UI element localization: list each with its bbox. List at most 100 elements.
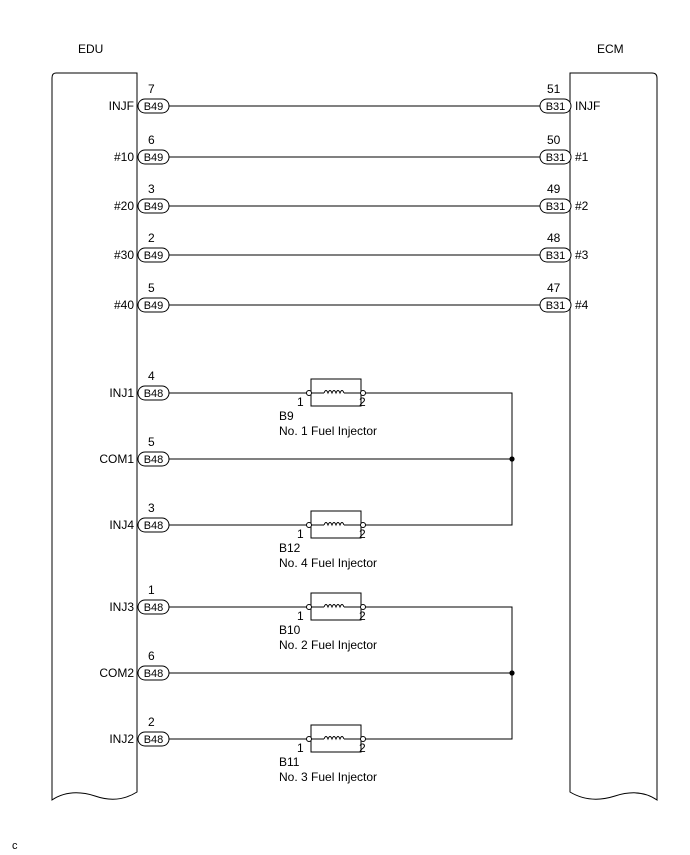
ecm-signal-label: #2: [575, 199, 589, 213]
injector-terminal-a: 1: [297, 395, 304, 409]
connector-code: B48: [144, 454, 164, 466]
ecm-pin-number: 51: [547, 82, 561, 96]
fuel-injector-symbol: [306, 378, 366, 407]
injector-name: No. 1 Fuel Injector: [279, 424, 377, 438]
edu-pin-number: 1: [148, 583, 155, 597]
connector-code: B48: [144, 734, 164, 746]
edu-title: EDU: [78, 42, 103, 56]
connector-code: B48: [144, 388, 164, 400]
connector-pill: [137, 98, 170, 114]
ecm-pin-number: 48: [547, 231, 561, 245]
edu-signal-label: COM2: [99, 666, 134, 680]
connector-code: B48: [144, 602, 164, 614]
injector-terminal-b: 2: [359, 527, 366, 541]
injector-line: 3 INJ4 B48 1 2 B12 No. 4 Fuel Injector: [109, 501, 377, 570]
injector-name: No. 4 Fuel Injector: [279, 556, 377, 570]
edu-pin-number: 5: [148, 281, 155, 295]
junction-dot-1: [509, 456, 515, 462]
injector-connector-id: B10: [279, 623, 301, 637]
connector-code: B49: [144, 300, 164, 312]
connector-pill: [137, 517, 170, 533]
connector-pill: [137, 247, 170, 263]
connector-code: B31: [546, 300, 566, 312]
injector-line: 1 INJ3 B48 1 2 B10 No. 2 Fuel Injector: [109, 583, 377, 652]
ecm-block: [569, 72, 658, 801]
edu-pin-number: 6: [148, 133, 155, 147]
connector-pill: [137, 665, 170, 681]
connector-pill: [137, 731, 170, 747]
signal-line: 5 #40 B49 47 B31 #4: [114, 281, 589, 313]
injector-name: No. 3 Fuel Injector: [279, 770, 377, 784]
edu-signal-label: #30: [114, 248, 134, 262]
fuel-injector-symbol: [306, 724, 366, 753]
connector-pill: [539, 247, 572, 263]
injector-connector-id: B9: [279, 409, 294, 423]
edu-pin-number: 4: [148, 369, 155, 383]
injector-terminal-b: 2: [359, 609, 366, 623]
ecm-signal-label: #3: [575, 248, 589, 262]
connector-pill: [137, 198, 170, 214]
connector-code: B49: [144, 101, 164, 113]
connector-code: B31: [546, 152, 566, 164]
connector-pill: [539, 149, 572, 165]
injector-connector-id: B11: [279, 755, 300, 769]
junction-dot-2: [509, 670, 515, 676]
injector-line: 2 INJ2 B48 1 2 B11 No. 3 Fuel Injector: [109, 715, 377, 784]
ecm-signal-label: #4: [575, 298, 589, 312]
common-line: 6 COM2 B48: [99, 649, 170, 681]
ecm-pin-number: 50: [547, 133, 561, 147]
connector-code: B49: [144, 152, 164, 164]
connector-pill: [137, 149, 170, 165]
edu-signal-label: #20: [114, 199, 134, 213]
injector-line: 4 INJ1 B48 1 2 B9 No. 1 Fuel Injector: [109, 369, 377, 438]
connector-code: B49: [144, 201, 164, 213]
edu-signal-label: #40: [114, 298, 134, 312]
ecm-signal-label: #1: [575, 150, 589, 164]
injector-connector-id: B12: [279, 541, 301, 555]
connector-code: B49: [144, 250, 164, 262]
edu-block: [51, 72, 138, 801]
connector-code: B48: [144, 520, 164, 532]
signal-line: 6 #10 B49 50 B31 #1: [114, 133, 589, 165]
connector-pill: [137, 599, 170, 615]
ecm-pin-number: 49: [547, 182, 561, 196]
fuel-injector-symbol: [306, 510, 366, 539]
edu-pin-number: 5: [148, 435, 155, 449]
ecm-pin-number: 47: [547, 281, 561, 295]
signal-line: 2 #30 B49 48 B31 #3: [114, 231, 589, 263]
edu-signal-label: INJ1: [109, 386, 134, 400]
edu-signal-label: INJ4: [109, 518, 134, 532]
connector-pill: [137, 451, 170, 467]
connector-pill: [539, 297, 572, 313]
ecm-title: ECM: [597, 42, 624, 56]
common-line: 5 COM1 B48: [99, 435, 170, 467]
injector-terminal-a: 1: [297, 527, 304, 541]
figure-code: c: [12, 840, 18, 852]
signal-line: 7 INJF B49 51 B31 INJF: [109, 82, 600, 114]
edu-signal-label: INJ2: [109, 732, 134, 746]
injector-terminal-b: 2: [359, 395, 366, 409]
ecm-signal-label: INJF: [575, 99, 600, 113]
edu-pin-number: 7: [148, 82, 155, 96]
edu-signal-label: #10: [114, 150, 134, 164]
fuel-injector-symbol: [306, 592, 366, 621]
edu-signal-label: COM1: [99, 452, 134, 466]
connector-pill: [137, 385, 170, 401]
injector-name: No. 2 Fuel Injector: [279, 638, 377, 652]
signal-line: 3 #20 B49 49 B31 #2: [114, 182, 589, 214]
connector-code: B48: [144, 668, 164, 680]
connector-pill: [539, 198, 572, 214]
edu-signal-label: INJF: [109, 99, 134, 113]
edu-signal-label: INJ3: [109, 600, 134, 614]
connector-code: B31: [546, 101, 566, 113]
edu-pin-number: 6: [148, 649, 155, 663]
connector-code: B31: [546, 250, 566, 262]
injector-terminal-a: 1: [297, 609, 304, 623]
connector-code: B31: [546, 201, 566, 213]
edu-pin-number: 2: [148, 231, 155, 245]
edu-pin-number: 3: [148, 501, 155, 515]
injector-terminal-a: 1: [297, 741, 304, 755]
injector-terminal-b: 2: [359, 741, 366, 755]
connector-pill: [539, 98, 572, 114]
